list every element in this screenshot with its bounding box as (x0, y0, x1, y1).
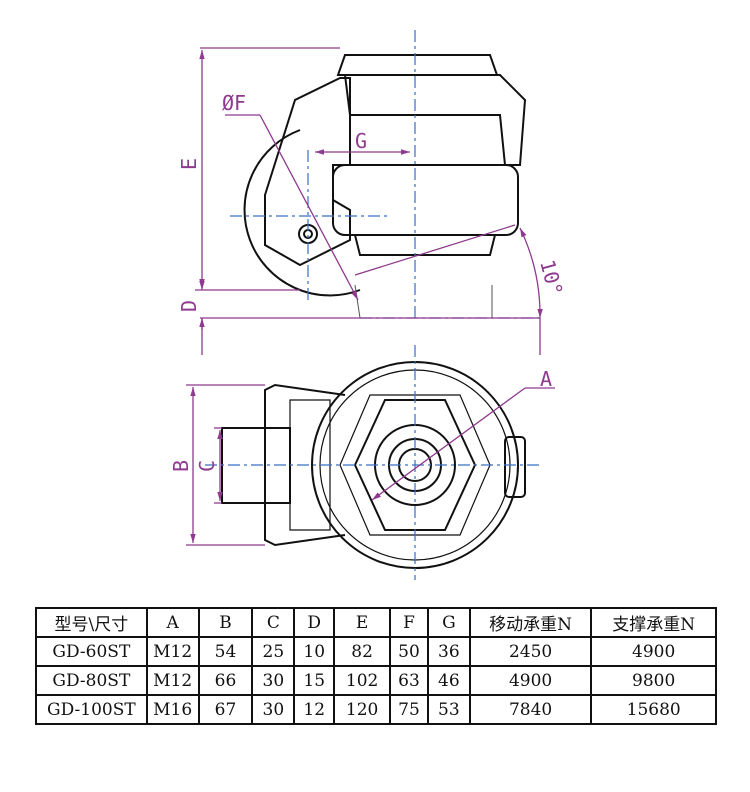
table-cell: 75 (389, 694, 429, 725)
table-cell: 25 (251, 636, 296, 667)
table-cell: 120 (333, 694, 392, 725)
bracket (264, 383, 346, 547)
table-row: GD-80ST M12 66 30 15 102 63 46 4900 9800 (35, 665, 717, 696)
table-cell: 10 (293, 636, 336, 667)
header-cell: E (333, 607, 392, 638)
base (332, 164, 519, 236)
table-cell: 53 (426, 694, 471, 725)
table-cell: GD-60ST (35, 636, 148, 667)
table-cell: 15680 (590, 694, 717, 725)
table-cell: 7840 (468, 694, 593, 725)
table-cell: 50 (389, 636, 429, 667)
table-cell: 30 (251, 694, 296, 725)
wheel (243, 129, 361, 297)
header-cell: 移动承重N (468, 607, 593, 638)
table-cell: M16 (145, 694, 200, 725)
side-tab (504, 436, 526, 498)
tilt-outline (354, 284, 493, 319)
label-G: G (355, 129, 367, 153)
body (343, 74, 527, 166)
table-cell: 12 (293, 694, 336, 725)
table-cell: M12 (145, 665, 200, 696)
table-header-row: 型号\尺寸 A B C D E F G 移动承重N 支撑承重N (35, 607, 717, 638)
table-row: GD-60ST M12 54 25 10 82 50 36 2450 4900 (35, 636, 717, 667)
label-B: B (169, 460, 193, 472)
header-cell: B (197, 607, 254, 638)
table-cell: 15 (293, 665, 336, 696)
table-cell: 4900 (590, 636, 717, 667)
table-cell: 2450 (468, 636, 593, 667)
table-cell: 9800 (590, 665, 717, 696)
bottom-centerlines (205, 345, 540, 580)
table-cell: GD-80ST (35, 665, 148, 696)
table-cell: 30 (251, 665, 296, 696)
table-cell: 63 (389, 665, 429, 696)
table-cell: 46 (426, 665, 471, 696)
header-cell: G (426, 607, 471, 638)
label-E: E (177, 158, 201, 170)
label-C: C (195, 460, 219, 472)
caster-drawing: ØF G E D 10° A B C (169, 30, 568, 580)
header-cell: D (293, 607, 336, 638)
table-cell: 36 (426, 636, 471, 667)
label-F: ØF (222, 91, 246, 115)
header-cell: 支撑承重N (590, 607, 717, 638)
table-cell: GD-100ST (35, 694, 148, 725)
header-cell: 型号\尺寸 (35, 607, 148, 638)
table-cell: 54 (197, 636, 254, 667)
table-cell: 102 (333, 665, 392, 696)
header-cell: F (389, 607, 429, 638)
table-cell: 82 (333, 636, 392, 667)
header-cell: C (251, 607, 296, 638)
label-A: A (540, 367, 552, 391)
top-cap (336, 54, 499, 76)
table-cell: 4900 (468, 665, 593, 696)
table-cell: 66 (197, 665, 254, 696)
bottom-dimensions (186, 384, 555, 546)
label-D: D (177, 300, 201, 312)
table-cell: 67 (197, 694, 254, 725)
table-cell: M12 (145, 636, 200, 667)
header-cell: A (145, 607, 200, 638)
spec-table: 型号\尺寸 A B C D E F G 移动承重N 支撑承重N GD-60ST … (35, 607, 717, 725)
side-view (243, 54, 527, 319)
side-dimensions (195, 47, 543, 355)
table-row: GD-100ST M16 67 30 12 120 75 53 7840 156… (35, 694, 717, 725)
label-angle: 10° (535, 257, 568, 298)
